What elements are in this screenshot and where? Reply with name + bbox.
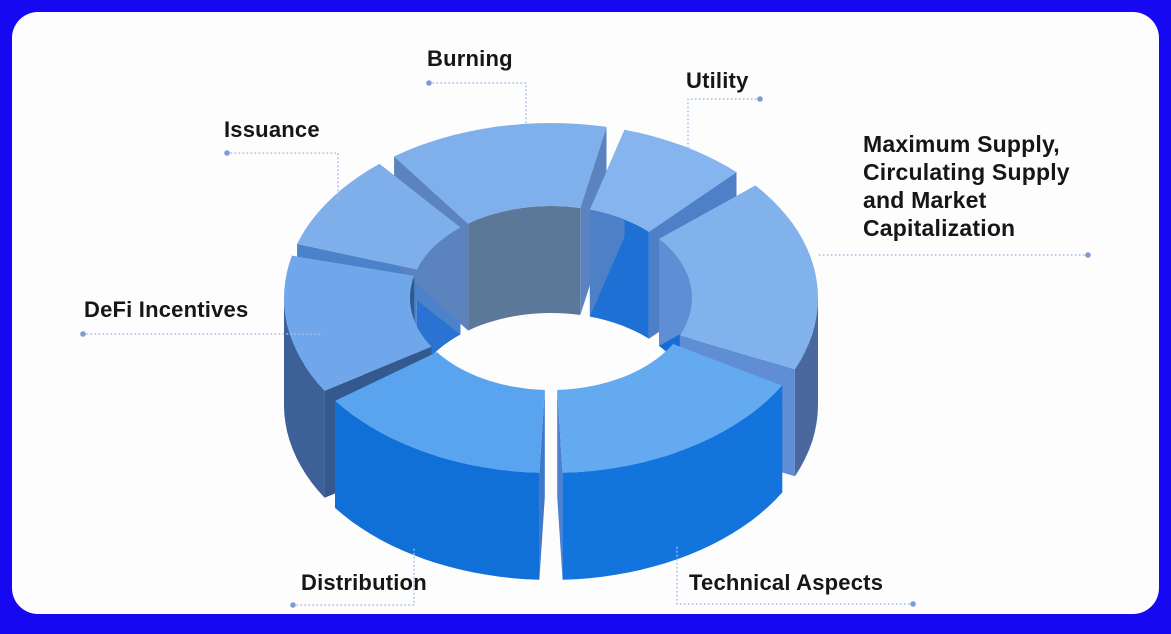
label-issuance: Issuance bbox=[224, 117, 320, 142]
leader-line-technical bbox=[676, 546, 914, 605]
label-defi-incentives: DeFi Incentives bbox=[84, 297, 249, 322]
leader-line-burning bbox=[428, 82, 527, 127]
leader-dot-defi bbox=[80, 331, 86, 337]
label-burning: Burning bbox=[427, 46, 513, 71]
leader-line-distribution bbox=[292, 545, 415, 606]
leader-line-utility bbox=[687, 98, 761, 152]
leader-line-issuance bbox=[226, 152, 339, 203]
segment-defi-top bbox=[284, 255, 432, 391]
segment-utility-top bbox=[589, 129, 737, 232]
leader-dot-max_supply bbox=[1085, 252, 1091, 258]
segment-technical-outer-wall bbox=[562, 385, 783, 580]
segment-burning-inner-wall bbox=[468, 206, 581, 331]
label-max-supply: Maximum Supply, Circulating Supply and M… bbox=[863, 131, 1070, 241]
leader-dot-burning bbox=[426, 80, 432, 86]
segment-issuance-top bbox=[297, 163, 461, 270]
segment-defi-outer-wall bbox=[284, 298, 325, 498]
segment-max_supply-top bbox=[659, 185, 818, 370]
segment-technical-cut-face bbox=[557, 389, 563, 580]
segment-burning-top bbox=[394, 123, 607, 224]
segment-distribution-top bbox=[335, 352, 545, 473]
label-technical-aspects: Technical Aspects bbox=[689, 570, 884, 595]
leader-dot-technical bbox=[910, 601, 916, 607]
leader-dot-utility bbox=[757, 96, 763, 102]
label-utility: Utility bbox=[686, 68, 749, 93]
segment-max_supply-outer-wall bbox=[794, 298, 818, 477]
label-distribution: Distribution bbox=[301, 570, 427, 595]
leader-dot-distribution bbox=[290, 602, 296, 608]
segment-distribution-cut-face bbox=[539, 389, 545, 580]
segment-distribution-outer-wall bbox=[335, 400, 540, 580]
segment-technical-top bbox=[557, 344, 783, 473]
leader-dot-issuance bbox=[224, 150, 230, 156]
